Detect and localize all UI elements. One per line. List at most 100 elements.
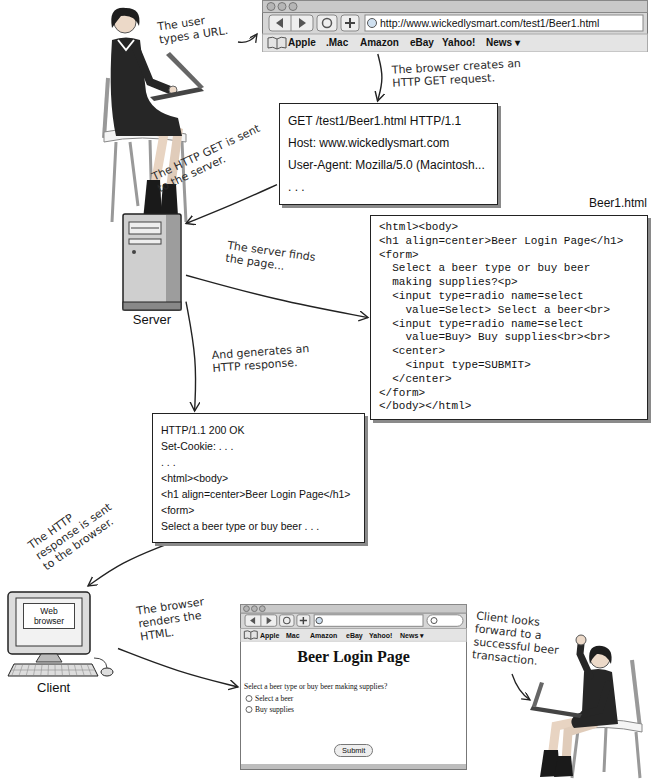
code-line: </form> — [379, 387, 639, 401]
window-chrome — [368, 19, 377, 28]
response-line: <h1 align=center>Beer Login Page</h1> — [161, 486, 356, 502]
server-node: Server — [120, 212, 184, 327]
node-label: Server — [120, 312, 184, 327]
happy-client-figure — [576, 635, 586, 645]
window-chrome — [267, 3, 275, 11]
keyboard-keys — [11, 665, 95, 675]
happy-client-figure — [571, 669, 618, 728]
request-line: . . . — [288, 176, 489, 198]
code-line: Select a beer type or buy beer — [379, 262, 639, 276]
bookmark-label: Apple — [288, 36, 316, 50]
server-tower — [123, 214, 181, 310]
radio-button — [246, 696, 252, 702]
window-chrome — [241, 641, 466, 764]
screen-label: Web browser — [23, 603, 75, 629]
server-tower — [129, 222, 161, 234]
user-figure — [111, 38, 182, 137]
flow-arrow — [186, 185, 277, 224]
keyboard-keys — [11, 670, 95, 671]
step-annotation: And generates an HTTP response. — [211, 341, 325, 375]
code-line: <center> — [379, 345, 639, 359]
step-annotation: The browser creates an HTTP GET request. — [391, 56, 532, 89]
server-tower — [129, 239, 161, 244]
happy-client-figure — [580, 644, 590, 676]
window-chrome — [259, 606, 265, 612]
window-chrome — [276, 18, 283, 28]
bookmark-label: eBay — [410, 36, 434, 50]
client-computer: Web browserClient — [4, 588, 116, 698]
happy-client-figure — [530, 706, 582, 718]
window-chrome — [427, 615, 463, 627]
response-line: Select a beer type or buy beer . . . — [161, 518, 356, 534]
window-chrome — [299, 18, 306, 28]
code-line: <input type=SUBMIT> — [379, 359, 639, 373]
file-name: Beer1.html — [589, 197, 647, 211]
user-leader — [238, 34, 257, 42]
window-chrome — [267, 617, 272, 624]
flow-arrow — [378, 54, 382, 101]
user-figure — [166, 52, 204, 89]
node-label: Client — [37, 680, 70, 695]
window-chrome — [263, 1, 648, 52]
server-tower — [123, 302, 181, 310]
client-leader — [512, 674, 530, 700]
submit-button: Submit — [334, 744, 373, 757]
client-leader — [512, 674, 530, 700]
flow-arrow — [118, 649, 238, 688]
response-box: HTTP/1.1 200 OKSet-Cookie: . . .. . .<ht… — [152, 413, 365, 543]
window-chrome — [241, 605, 467, 614]
window-chrome — [241, 605, 467, 770]
step-annotation: The server finds the page... — [224, 239, 332, 279]
server-tower — [166, 215, 180, 309]
flow-arrow — [186, 302, 196, 411]
bookmark-label: Yahoo! — [369, 631, 392, 640]
window-chrome — [345, 18, 355, 28]
computer-drawing — [8, 664, 98, 676]
code-line: making supplies?<p> — [379, 276, 639, 290]
computer-drawing — [94, 658, 107, 668]
response-line: Set-Cookie: . . . — [161, 438, 356, 454]
flow-arrow — [186, 275, 368, 317]
server-tower — [131, 228, 159, 229]
happy-client-figure — [584, 684, 608, 714]
code-line: <input type=radio name=select — [379, 290, 639, 304]
user-leader — [238, 34, 257, 42]
user-figure — [118, 40, 134, 50]
flow-arrow — [88, 545, 165, 586]
window-chrome — [297, 615, 310, 627]
rendered-page-window: AppleMacAmazoneBayYahoo!News ▾Beer Login… — [240, 604, 467, 770]
html-file-box: Beer1.html<html><body><h1 align=center>B… — [370, 215, 648, 420]
request-line: User-Agent: Mozilla/5.0 (Macintosh... — [288, 154, 489, 176]
handwritten-note: The user types a URL. — [157, 10, 240, 47]
happy-client-figure — [554, 756, 573, 777]
code-line: </center> — [379, 373, 639, 387]
bookmark-label: .Mac — [326, 36, 348, 50]
computer-drawing — [16, 598, 82, 646]
window-chrome — [284, 617, 290, 623]
page-heading: Beer Login Page — [240, 648, 467, 666]
radio-label: Select a beer — [255, 694, 293, 703]
bookmark-label: Amazon — [310, 631, 337, 640]
user-figure — [150, 87, 204, 101]
window-chrome — [300, 617, 307, 624]
bookmark-label: News ▾ — [400, 631, 424, 640]
window-chrome — [323, 19, 332, 28]
code-line: <h1 align=center>Beer Login Page</h1> — [379, 235, 639, 249]
happy-client-figure — [532, 682, 544, 707]
server-tower — [120, 212, 184, 312]
computer-drawing — [8, 592, 90, 654]
window-chrome — [252, 606, 258, 612]
bookmark-label: Apple — [260, 631, 279, 640]
window-chrome — [291, 15, 292, 31]
code-line: value=Select> Select a beer<br> — [379, 304, 639, 318]
step-annotation: The HTTP GET is sent to the server. — [150, 121, 270, 195]
window-chrome — [250, 617, 255, 624]
response-line: . . . — [161, 454, 356, 470]
bookmark-label: eBay — [346, 631, 363, 640]
bookmark-label: Amazon — [360, 36, 399, 50]
bookmark-label: News ▾ — [486, 36, 520, 50]
window-chrome — [341, 15, 359, 31]
response-line: <html><body> — [161, 470, 356, 486]
response-line: HTTP/1.1 200 OK — [161, 422, 356, 438]
